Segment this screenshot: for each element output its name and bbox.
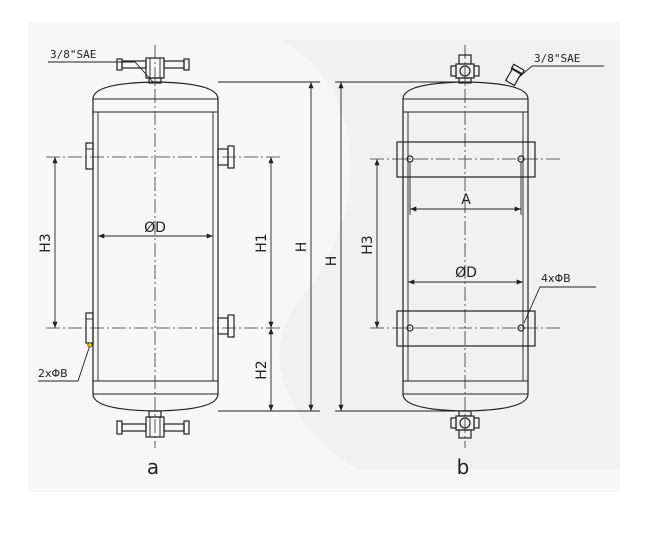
vessel-b-lower-band [396, 310, 536, 347]
diameter-label-b: ØD [455, 265, 477, 281]
vessel-a-lower-nozzle [217, 314, 235, 338]
sae-label-a: 3/8"SAE [50, 48, 96, 61]
view-b: 3/8"SAE 4xΦB A ØD H3 H b [324, 45, 604, 479]
vessel-b-top-valve [450, 54, 480, 84]
leader-hole-b [523, 286, 596, 324]
diameter-label-a: ØD [144, 220, 166, 236]
h-label-a: H [294, 242, 310, 253]
sae-label-b: 3/8"SAE [534, 52, 580, 65]
leader-hole-a [38, 344, 91, 382]
vessel-b-sae-fitting [504, 63, 526, 87]
a-label: A [461, 192, 471, 208]
caption-a: a [147, 455, 159, 479]
h2-label: H2 [254, 360, 270, 379]
hole-marker-a [87, 342, 93, 348]
h1-label: H1 [254, 233, 270, 252]
vessel-a-upper-bracket [85, 142, 94, 170]
view-a: 3/8"SAE 2xΦB ØD H3 H1 H2 H a [38, 45, 320, 479]
leader-sae-b [517, 65, 604, 79]
leader-sae-a [48, 61, 154, 83]
vessel-a-top-valve [116, 57, 190, 84]
hole-label-b: 4xΦB [541, 272, 571, 285]
vessel-a-bottom-valve [116, 410, 190, 438]
h3-label-a: H3 [38, 233, 54, 252]
h-label-b: H [324, 256, 340, 267]
caption-b: b [457, 455, 470, 479]
hole-label-a: 2xΦB [38, 367, 68, 380]
h3-label-b: H3 [360, 235, 376, 254]
